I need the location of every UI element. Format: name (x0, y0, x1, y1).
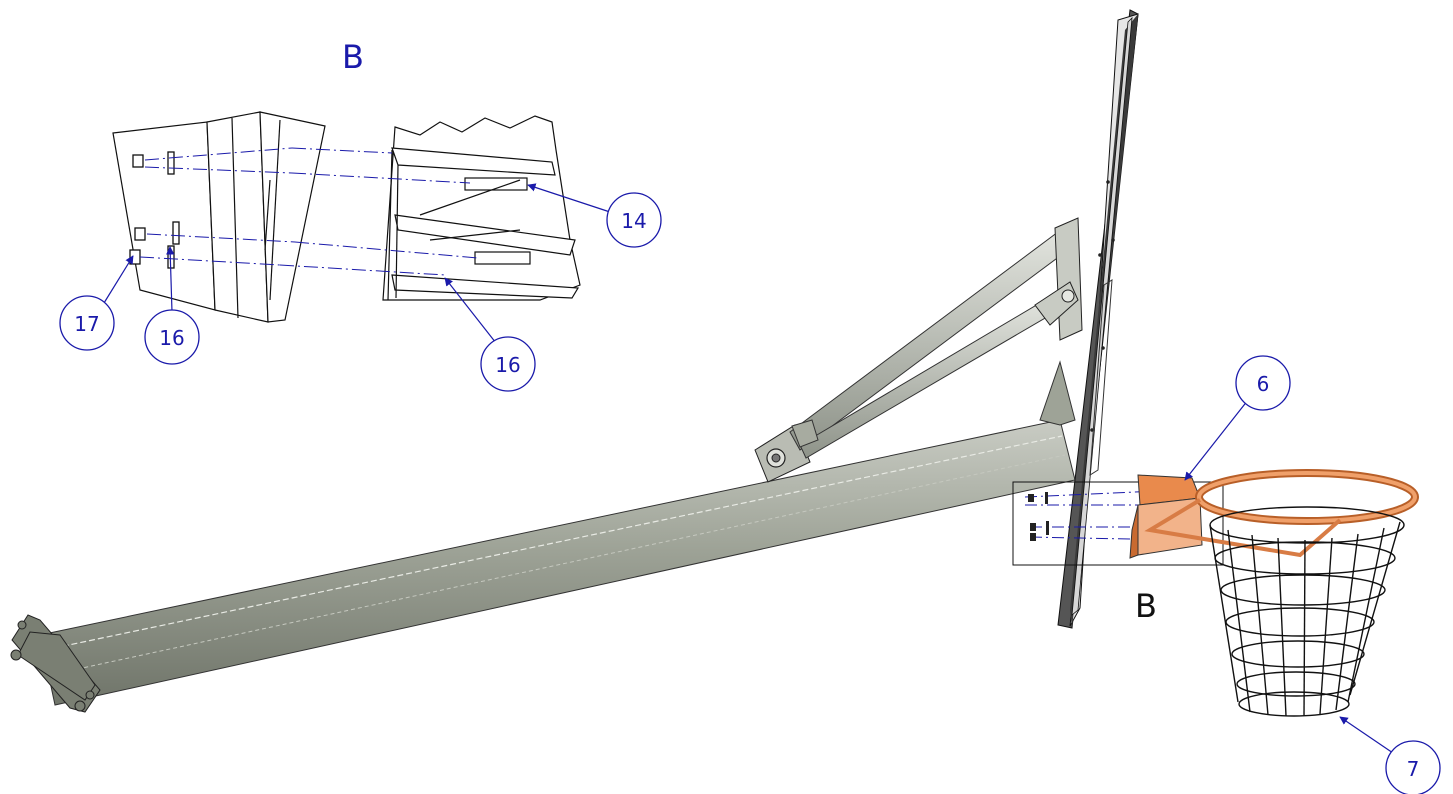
support-struts (789, 231, 1069, 459)
callout-7: 7 (1339, 716, 1441, 794)
callout-14: 14 (527, 183, 662, 248)
detail-hoop-bracket (382, 115, 581, 301)
callout-17: 17 (59, 255, 134, 351)
detail-bolts-left (129, 151, 180, 269)
callout-6-number: 6 (1257, 372, 1270, 396)
detail-beam-plate (112, 111, 326, 323)
detail-alignment-lines (139, 147, 479, 276)
detail-view-label: B (342, 38, 364, 76)
main-beam (39, 360, 1076, 706)
backboard-brackets (1034, 217, 1083, 341)
callout-14-number: 14 (621, 209, 646, 233)
detail-b-boundary (1012, 481, 1224, 566)
hoop-bracket (1129, 474, 1203, 559)
callout-16a-number: 16 (159, 326, 184, 350)
detail-marker-label: B (1135, 587, 1157, 625)
callout-16a: 16 (144, 246, 200, 365)
base-mount-plates (10, 614, 101, 713)
callout-6: 6 (1184, 355, 1291, 481)
callouts: 14 16 16 17 6 7 (59, 183, 1441, 794)
backboard (1057, 9, 1139, 629)
rim (1144, 469, 1419, 558)
net (1209, 506, 1405, 717)
detail-view-b: B (112, 38, 581, 323)
callout-16b: 16 (444, 277, 536, 392)
callout-17-number: 17 (74, 312, 99, 336)
callout-16b-number: 16 (495, 353, 520, 377)
main-assembly: B (10, 9, 1419, 717)
main-bolts (1028, 492, 1049, 541)
callout-7-number: 7 (1407, 757, 1420, 781)
